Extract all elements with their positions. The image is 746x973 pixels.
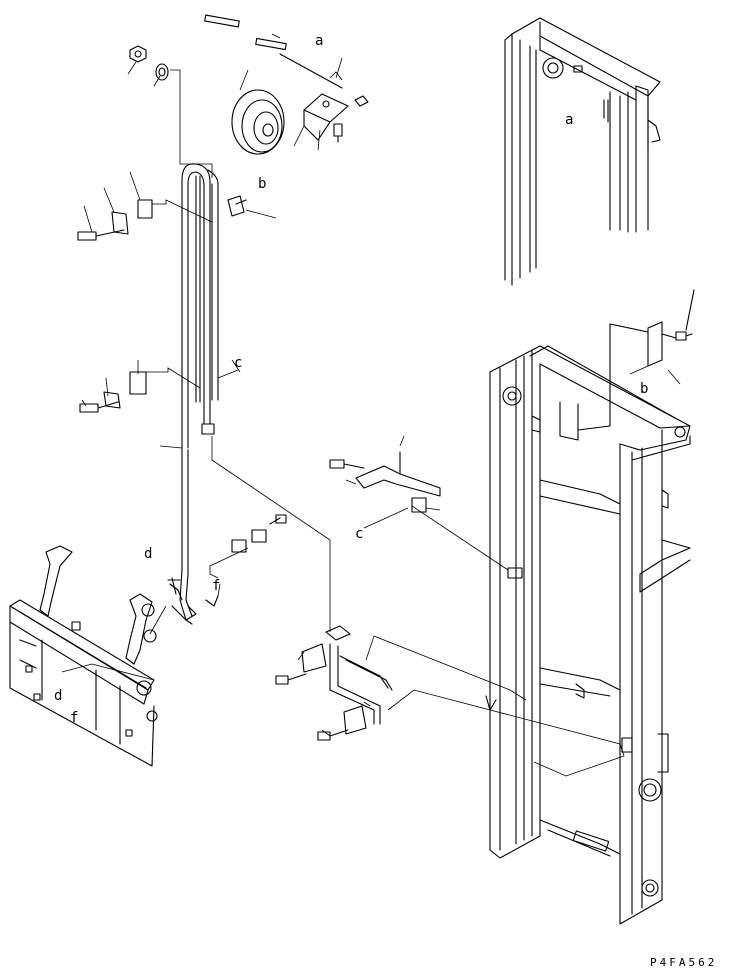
callout-f-lower: f xyxy=(70,710,78,726)
clamp-group-upper xyxy=(77,195,277,241)
callout-f-upper: f xyxy=(212,578,220,594)
hose-fittings xyxy=(149,577,197,635)
clamp-group-lower xyxy=(169,514,287,607)
clamp-group-middle xyxy=(79,367,239,413)
leader-lines xyxy=(81,33,681,737)
callout-c-lower: c xyxy=(355,526,363,542)
carriage xyxy=(9,545,158,767)
callout-a-upper: a xyxy=(315,33,323,49)
drawing-code: P4FA562 xyxy=(650,956,717,969)
bracket-assembly-b xyxy=(577,289,695,431)
bracket-assembly-c xyxy=(329,451,509,571)
callout-b-upper: b xyxy=(258,176,266,192)
callout-c-upper: c xyxy=(234,355,242,371)
lower-mast-section xyxy=(485,345,691,925)
callout-a-mast: a xyxy=(565,112,573,128)
pulley-assembly xyxy=(129,14,369,178)
callout-b-lower: b xyxy=(640,381,648,397)
upper-mast-section xyxy=(504,17,661,286)
lower-hose-brackets xyxy=(211,436,625,777)
hose-loop xyxy=(159,163,219,625)
callout-d-hose: d xyxy=(144,546,152,562)
callout-d-carriage: d xyxy=(54,688,62,704)
